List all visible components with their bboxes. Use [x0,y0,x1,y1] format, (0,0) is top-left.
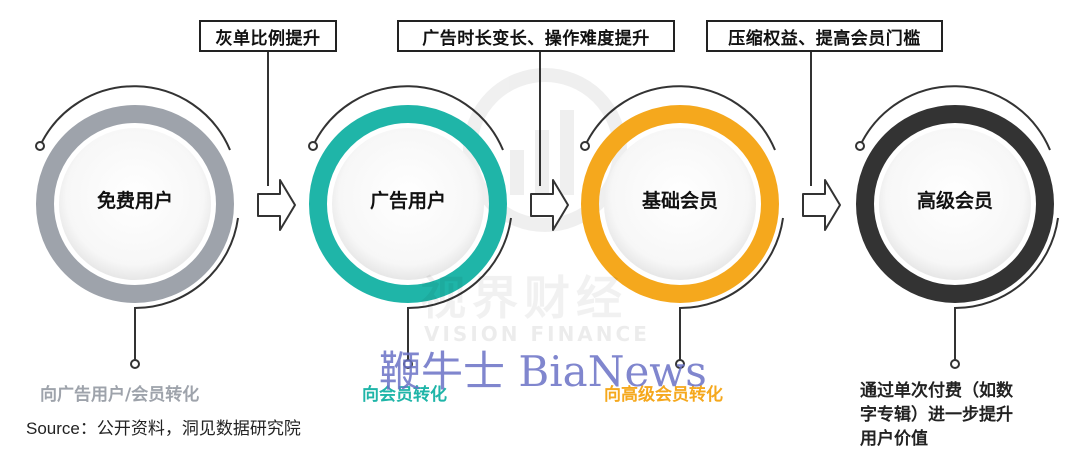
watermark-faint-en: VISION FINANCE [424,322,650,346]
watermark-bianews: 鞭牛士 BiaNews [379,347,707,396]
box-gray-ratio: 灰单比例提升 [199,20,337,52]
watermark-faint-cn: 视界财经 [420,271,628,325]
flow-arrow-2 [530,179,569,231]
flow-arrow-1 [257,179,296,231]
box-compress-rights: 压缩权益、提高会员门槛 [706,20,943,52]
circle-label-premium-member: 高级会员 [916,190,993,212]
conversion-text-4: 通过单次付费（如数 字专辑）进一步提升 用户价值 [860,379,1013,451]
circle-label-basic-member: 基础会员 [641,190,718,212]
circle-label-free-user: 免费用户 [96,190,173,212]
conversion-text-2: 向会员转化 [362,385,447,405]
circle-premium-member [855,85,1059,369]
conversion-text-4-line1: 通过单次付费（如数 [860,381,1013,401]
flow-arrow-3 [802,179,841,231]
conversion-text-1: 向广告用户/会员转化 [40,385,200,405]
circle-free-user [35,85,239,369]
source-note: Source：公开资料，洞见数据研究院 [26,419,301,438]
box-ad-duration: 广告时长变长、操作难度提升 [397,20,675,52]
conversion-text-4-line3: 用户价值 [860,429,928,449]
circle-basic-member [580,85,784,369]
circle-label-ad-user: 广告用户 [369,190,446,212]
conversion-text-3: 向高级会员转化 [604,385,723,405]
conversion-text-4-line2: 字专辑）进一步提升 [860,405,1013,425]
circle-ad-user [308,85,512,369]
